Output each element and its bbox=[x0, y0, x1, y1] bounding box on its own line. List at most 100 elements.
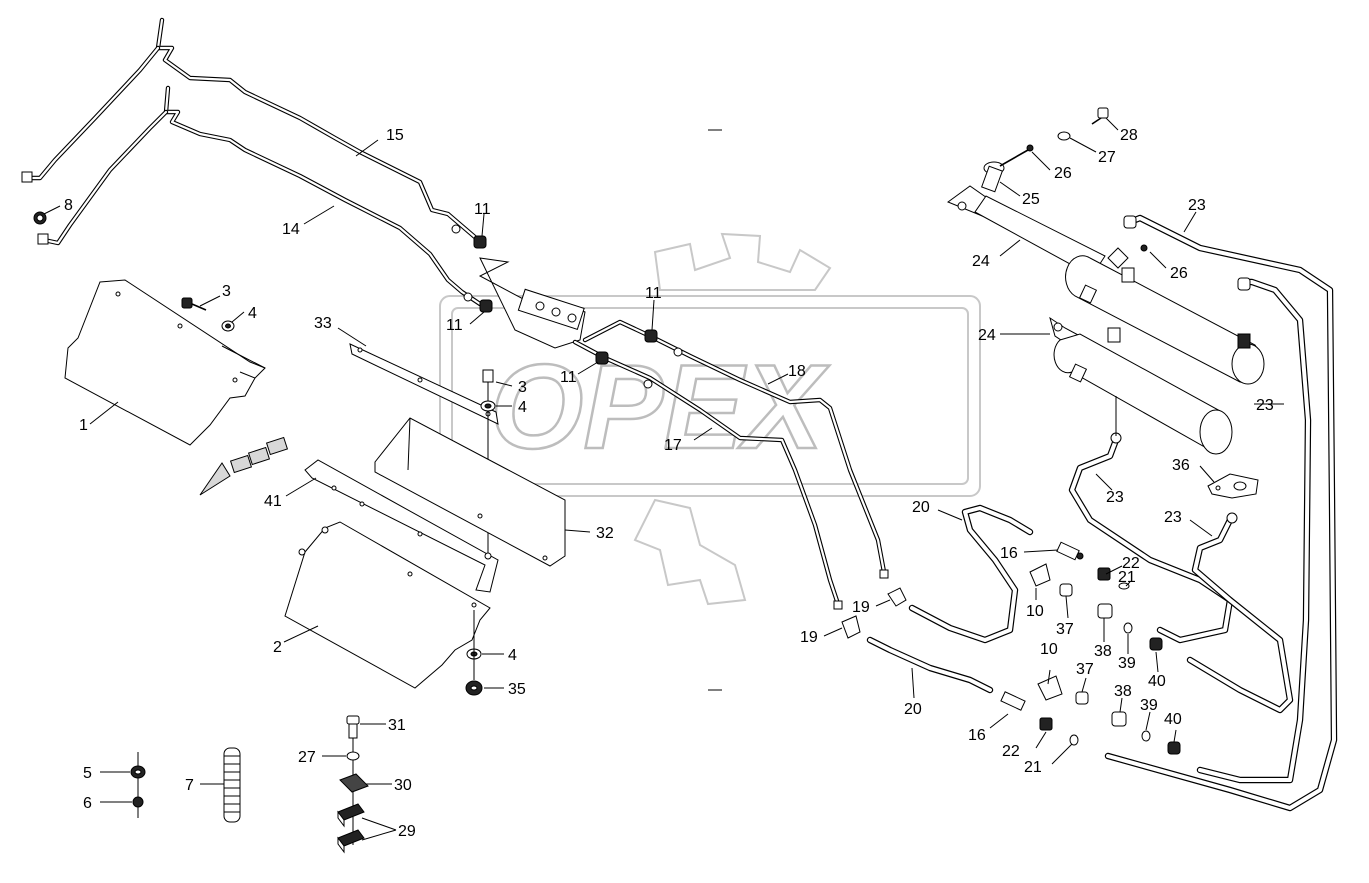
washer-4-center bbox=[480, 400, 496, 412]
pipe-end-cap-left bbox=[21, 171, 33, 183]
callout-7: 7 bbox=[185, 777, 194, 794]
adapter-22-upper bbox=[1097, 567, 1111, 581]
callout-38-lower: 38 bbox=[1114, 683, 1132, 700]
callout-11-mid: 11 bbox=[645, 285, 662, 302]
fitting-16-lower bbox=[1000, 691, 1026, 711]
valve-block bbox=[478, 257, 586, 349]
callout-28: 28 bbox=[1120, 127, 1138, 144]
fitting-16-upper bbox=[1056, 541, 1084, 561]
plate-2 bbox=[284, 521, 491, 689]
bar-33 bbox=[349, 343, 499, 425]
grease-nipple-26-upper bbox=[999, 144, 1034, 167]
callout-31: 31 bbox=[388, 717, 406, 734]
callout-20-lower: 20 bbox=[904, 701, 922, 718]
callout-14: 14 bbox=[282, 221, 300, 238]
ring-39-lower bbox=[1141, 730, 1151, 742]
callout-23-top: 23 bbox=[1188, 197, 1206, 214]
direction-arrow bbox=[199, 436, 289, 496]
callout-41: 41 bbox=[264, 493, 282, 510]
callout-22-lower: 22 bbox=[1002, 743, 1020, 760]
leader-lines bbox=[43, 117, 1284, 841]
fitting-11-lower bbox=[463, 292, 493, 313]
nut-40-upper bbox=[1149, 637, 1163, 651]
callout-3-center: 3 bbox=[518, 379, 527, 396]
callout-36: 36 bbox=[1172, 457, 1190, 474]
callout-25: 25 bbox=[1022, 191, 1040, 208]
callout-30: 30 bbox=[394, 777, 412, 794]
callout-39-upper: 39 bbox=[1118, 655, 1136, 672]
ring-39-upper bbox=[1123, 622, 1133, 634]
pipe-14 bbox=[41, 85, 483, 307]
pipe-15 bbox=[25, 17, 479, 241]
callout-11-top: 11 bbox=[474, 201, 491, 218]
grease-nipple-26-lower bbox=[1140, 244, 1148, 252]
hose-20-lower bbox=[866, 636, 994, 694]
callout-labels: 1 2 3 3 4 4 4 5 6 7 8 10 10 11 11 11 11 … bbox=[64, 127, 1274, 840]
watermark-gear-outline bbox=[653, 232, 832, 291]
callout-18: 18 bbox=[788, 363, 806, 380]
hose-23-outer bbox=[1104, 214, 1338, 812]
bracket-41 bbox=[304, 459, 499, 593]
adapter-22-lower bbox=[1039, 717, 1053, 731]
callout-11-valve: 11 bbox=[560, 369, 577, 386]
callout-33: 33 bbox=[314, 315, 332, 332]
nut-8 bbox=[33, 211, 47, 225]
callout-4-lower: 4 bbox=[508, 647, 517, 664]
callout-23-mid: 23 bbox=[1106, 489, 1124, 506]
callout-16-upper: 16 bbox=[1000, 545, 1018, 562]
callout-8: 8 bbox=[64, 197, 73, 214]
callout-27-lower: 27 bbox=[298, 749, 316, 766]
callout-10-lower: 10 bbox=[1040, 641, 1058, 658]
washer-21-upper bbox=[1118, 582, 1130, 590]
washer-27-lower bbox=[346, 751, 360, 761]
callout-40-lower: 40 bbox=[1164, 711, 1182, 728]
callout-2: 2 bbox=[273, 639, 282, 656]
callout-27-upper: 27 bbox=[1098, 149, 1116, 166]
bolt-28 bbox=[1091, 107, 1109, 125]
clamp-29 bbox=[337, 803, 365, 854]
nut-37-lower bbox=[1075, 691, 1089, 705]
callout-40-upper: 40 bbox=[1148, 673, 1166, 690]
elbow-10-lower bbox=[1037, 675, 1063, 701]
fitting-38-lower bbox=[1111, 711, 1127, 727]
fitting-38-upper bbox=[1097, 603, 1113, 619]
washer-4-upper bbox=[221, 320, 235, 332]
plate-36 bbox=[1207, 473, 1259, 499]
callout-16-lower: 16 bbox=[968, 727, 986, 744]
watermark-text: OPEX bbox=[490, 340, 830, 474]
elbow-10-upper bbox=[1029, 563, 1051, 587]
elbow-19-lower bbox=[841, 615, 861, 639]
nut-35 bbox=[465, 680, 483, 696]
hose-23-lower-left bbox=[1068, 436, 1234, 644]
cylinder-24-lower bbox=[1049, 316, 1233, 455]
callout-24-upper: 24 bbox=[972, 253, 990, 270]
callout-38-upper: 38 bbox=[1094, 643, 1112, 660]
hose-23-lower-right bbox=[1186, 516, 1294, 714]
callout-10-upper: 10 bbox=[1026, 603, 1044, 620]
cylinder-24-upper bbox=[946, 185, 1265, 385]
callout-20-upper: 20 bbox=[912, 499, 930, 516]
callout-26-upper: 26 bbox=[1054, 165, 1072, 182]
callout-15: 15 bbox=[386, 127, 404, 144]
callout-29: 29 bbox=[398, 823, 416, 840]
callout-19-lower: 19 bbox=[800, 629, 818, 646]
washer-27-upper bbox=[1057, 131, 1071, 141]
washer-21-lower bbox=[1069, 734, 1079, 746]
callout-1: 1 bbox=[79, 417, 88, 434]
callout-23-right: 23 bbox=[1256, 397, 1274, 414]
pipe-18 bbox=[582, 319, 887, 575]
callout-17: 17 bbox=[664, 437, 682, 454]
pipe-18-end bbox=[879, 569, 889, 579]
pipe-17 bbox=[572, 339, 841, 607]
callout-22-upper: 22 bbox=[1122, 555, 1140, 572]
fitting-11-mid bbox=[644, 329, 683, 357]
pin-25 bbox=[981, 161, 1005, 193]
callout-35: 35 bbox=[508, 681, 526, 698]
spring-7 bbox=[223, 747, 241, 823]
hose-fittings-23 bbox=[1110, 215, 1251, 524]
plate-30 bbox=[339, 773, 369, 793]
bolt-3-upper bbox=[181, 297, 207, 311]
callout-19-upper: 19 bbox=[852, 599, 870, 616]
pipe-17-end bbox=[833, 600, 843, 610]
